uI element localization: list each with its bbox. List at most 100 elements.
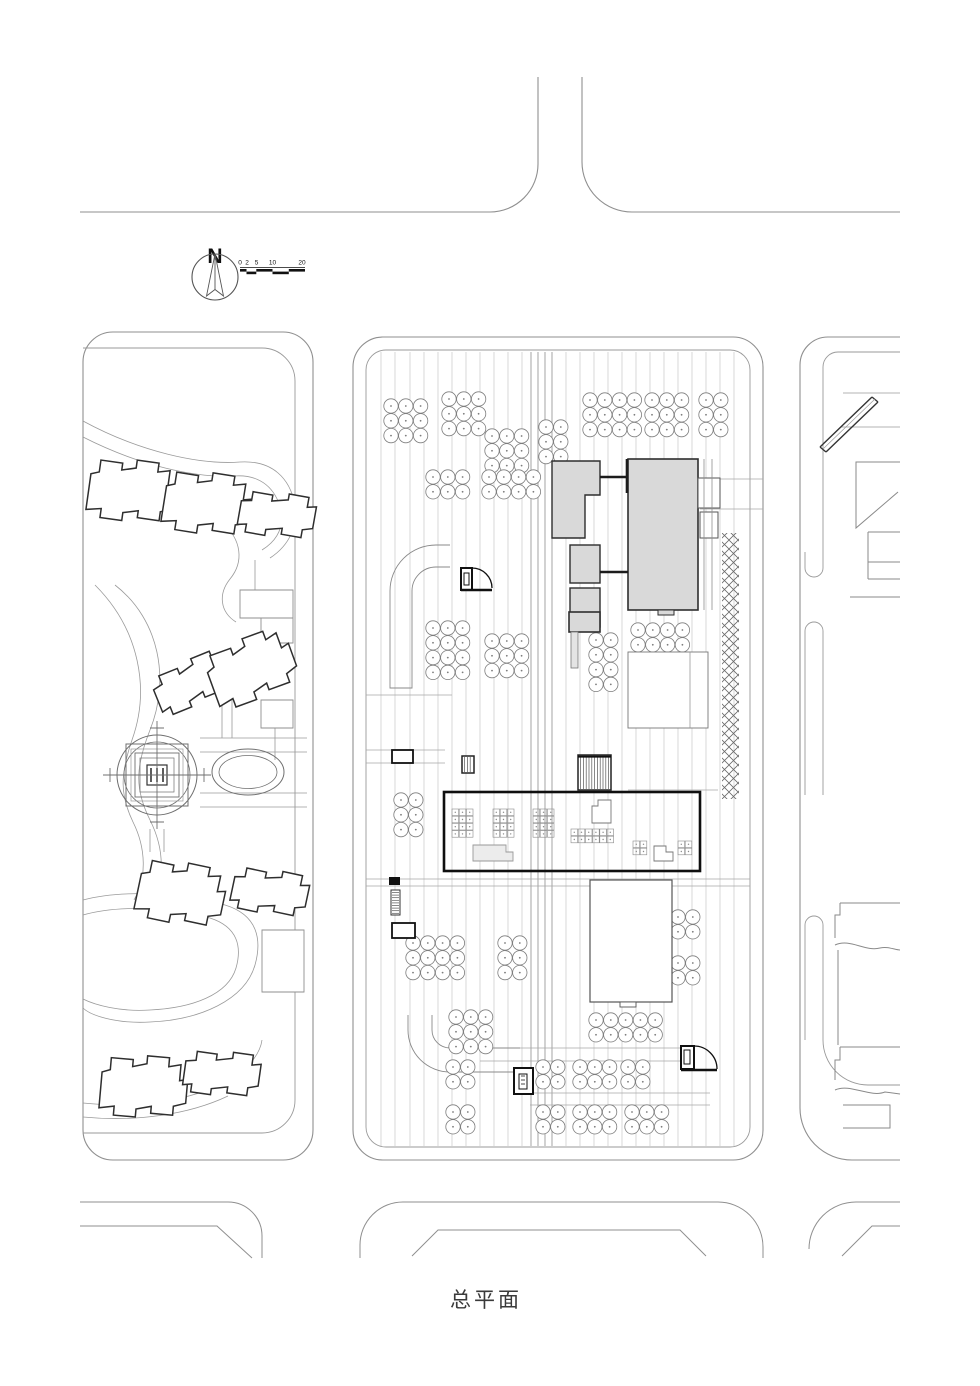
tree-clusters <box>383 391 729 1135</box>
tree-cluster <box>441 391 487 437</box>
scale-tick-0: 0 <box>238 260 242 267</box>
pagoda-garden <box>103 721 211 829</box>
south-block-sidewalk <box>411 1229 707 1257</box>
tree-cluster <box>425 469 471 500</box>
tree-cluster <box>393 792 424 838</box>
tree-cluster <box>572 1059 618 1090</box>
building <box>98 1055 189 1118</box>
main-building-complex <box>551 458 721 729</box>
tree-cluster <box>538 419 569 465</box>
south-road-east-sidewalk <box>841 1225 900 1257</box>
tree-cluster <box>448 1009 494 1055</box>
central-block-outer-boundary <box>352 336 764 1161</box>
scale-tick-20: 20 <box>298 260 306 267</box>
hatched-planting-strip <box>722 533 739 799</box>
planting-grid <box>492 808 515 838</box>
scale-tick-2: 2 <box>245 260 249 267</box>
pond <box>211 748 285 796</box>
main-hall-building <box>627 458 699 611</box>
gate-southwest <box>513 1067 534 1095</box>
annex-building-1 <box>551 460 601 539</box>
top-road-junction <box>80 77 900 213</box>
tree-cluster <box>588 632 619 693</box>
tree-cluster <box>624 1104 670 1135</box>
building <box>181 1050 263 1097</box>
tree-cluster <box>582 392 643 438</box>
west-block <box>82 331 318 1161</box>
plaza-boundary <box>442 790 702 873</box>
courtyard <box>627 651 709 729</box>
tree-cluster <box>445 1059 476 1090</box>
west-block-service-rects <box>239 589 305 993</box>
gate-southeast <box>680 1045 718 1072</box>
tree-cluster <box>484 428 530 474</box>
tree-cluster <box>535 1059 566 1090</box>
north-arrow: N <box>191 245 239 301</box>
tree-cluster <box>497 935 528 981</box>
planting-grid <box>532 808 555 838</box>
tree-cluster <box>481 469 542 500</box>
east-ramp <box>819 396 879 453</box>
planting-grid <box>451 808 474 838</box>
east-block <box>799 336 901 1161</box>
curved-path-bands <box>389 544 520 1073</box>
bottom-roads <box>80 1201 900 1259</box>
west-block-outer-boundary <box>82 331 314 1161</box>
planting-grid <box>677 840 693 856</box>
planting-grid <box>570 828 614 844</box>
central-block-inner-boundary <box>365 349 751 1148</box>
tree-cluster <box>620 1059 651 1090</box>
plaza-kiosk-1 <box>591 799 612 824</box>
west-block-inner-boundary <box>83 347 296 1134</box>
building <box>236 490 318 539</box>
annex-building-4 <box>568 611 601 633</box>
south-road-west-edge <box>80 1201 263 1258</box>
south-road-east-edge <box>808 1201 900 1250</box>
steps-element-small <box>461 755 475 774</box>
top-road-right <box>581 77 900 213</box>
gate-north <box>460 567 493 592</box>
tree-cluster <box>425 620 471 681</box>
building-wing-east <box>697 477 721 539</box>
service-box <box>391 922 416 939</box>
tree-cluster <box>383 398 429 444</box>
south-building <box>589 879 673 1003</box>
top-road-left <box>80 77 539 213</box>
ramp-strip <box>390 889 401 916</box>
east-block-inner-road <box>804 351 900 1086</box>
south-road-west-sidewalk <box>80 1225 253 1259</box>
south-block-north-edge <box>359 1201 764 1258</box>
tree-cluster <box>535 1104 566 1135</box>
central-block <box>352 336 764 1161</box>
east-buildings-north <box>850 461 900 598</box>
building <box>228 867 311 917</box>
tree-cluster <box>484 633 530 679</box>
tree-cluster <box>670 909 701 940</box>
plaza-footprint <box>472 844 514 862</box>
tree-cluster <box>698 392 729 438</box>
planting-grid <box>632 840 648 856</box>
east-block-outer-boundary <box>799 336 900 1161</box>
service-box-solid <box>389 877 400 885</box>
annex-building-2 <box>569 544 601 584</box>
building <box>133 859 227 926</box>
tree-cluster <box>445 1104 476 1135</box>
scale-bar: 0 2 5 10 20 <box>238 260 306 275</box>
east-buildings-south <box>834 902 901 1129</box>
scale-bar-segments <box>240 269 305 275</box>
scale-tick-10: 10 <box>269 260 277 267</box>
service-box <box>391 749 414 764</box>
north-needle <box>205 253 225 298</box>
tree-cluster <box>670 955 701 986</box>
tree-cluster <box>405 935 465 981</box>
tree-cluster <box>644 392 690 438</box>
west-block-connectors <box>149 560 307 852</box>
steps-element <box>577 754 612 791</box>
plaza-kiosk-2 <box>653 845 674 862</box>
tree-cluster <box>588 1012 663 1043</box>
building-link-bridges <box>600 459 629 574</box>
building <box>206 630 298 708</box>
scale-tick-5: 5 <box>255 260 259 267</box>
